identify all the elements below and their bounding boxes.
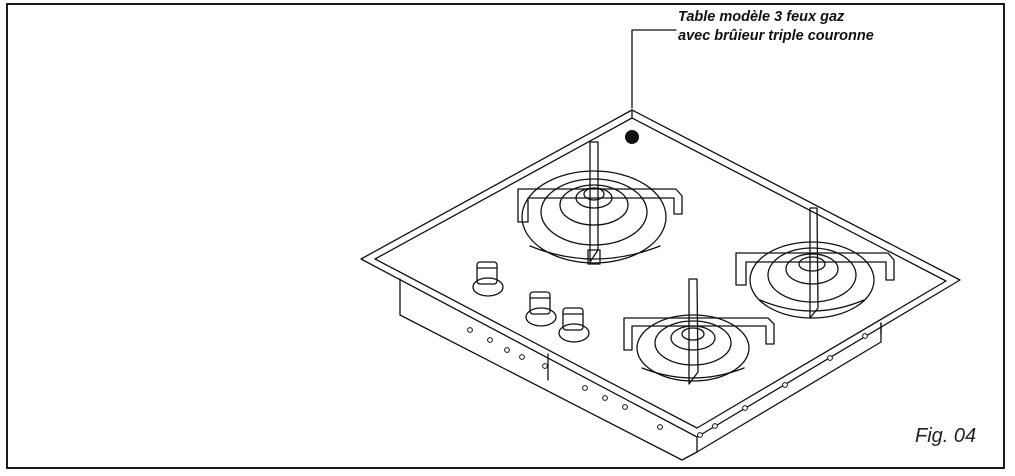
- burner-medium-icon: [735, 207, 895, 319]
- callout-leader: [625, 29, 677, 144]
- knob-icon: [558, 307, 590, 343]
- burner-small-icon: [623, 278, 775, 385]
- figure-number: Fig. 04: [915, 425, 977, 447]
- body-screws: [467, 327, 868, 438]
- callout-label-line2: avec brûieur triple couronne: [678, 28, 874, 44]
- hob-body: [399, 278, 882, 461]
- callout-label-line1: Table modèle 3 feux gaz: [678, 9, 845, 25]
- knob-icon: [525, 291, 557, 327]
- knob-icon: [472, 261, 504, 297]
- burner-large-icon: [517, 141, 683, 265]
- figure-frame: [6, 3, 1005, 469]
- hob-top-surface: [360, 109, 961, 438]
- callout-dot-icon: [625, 130, 639, 144]
